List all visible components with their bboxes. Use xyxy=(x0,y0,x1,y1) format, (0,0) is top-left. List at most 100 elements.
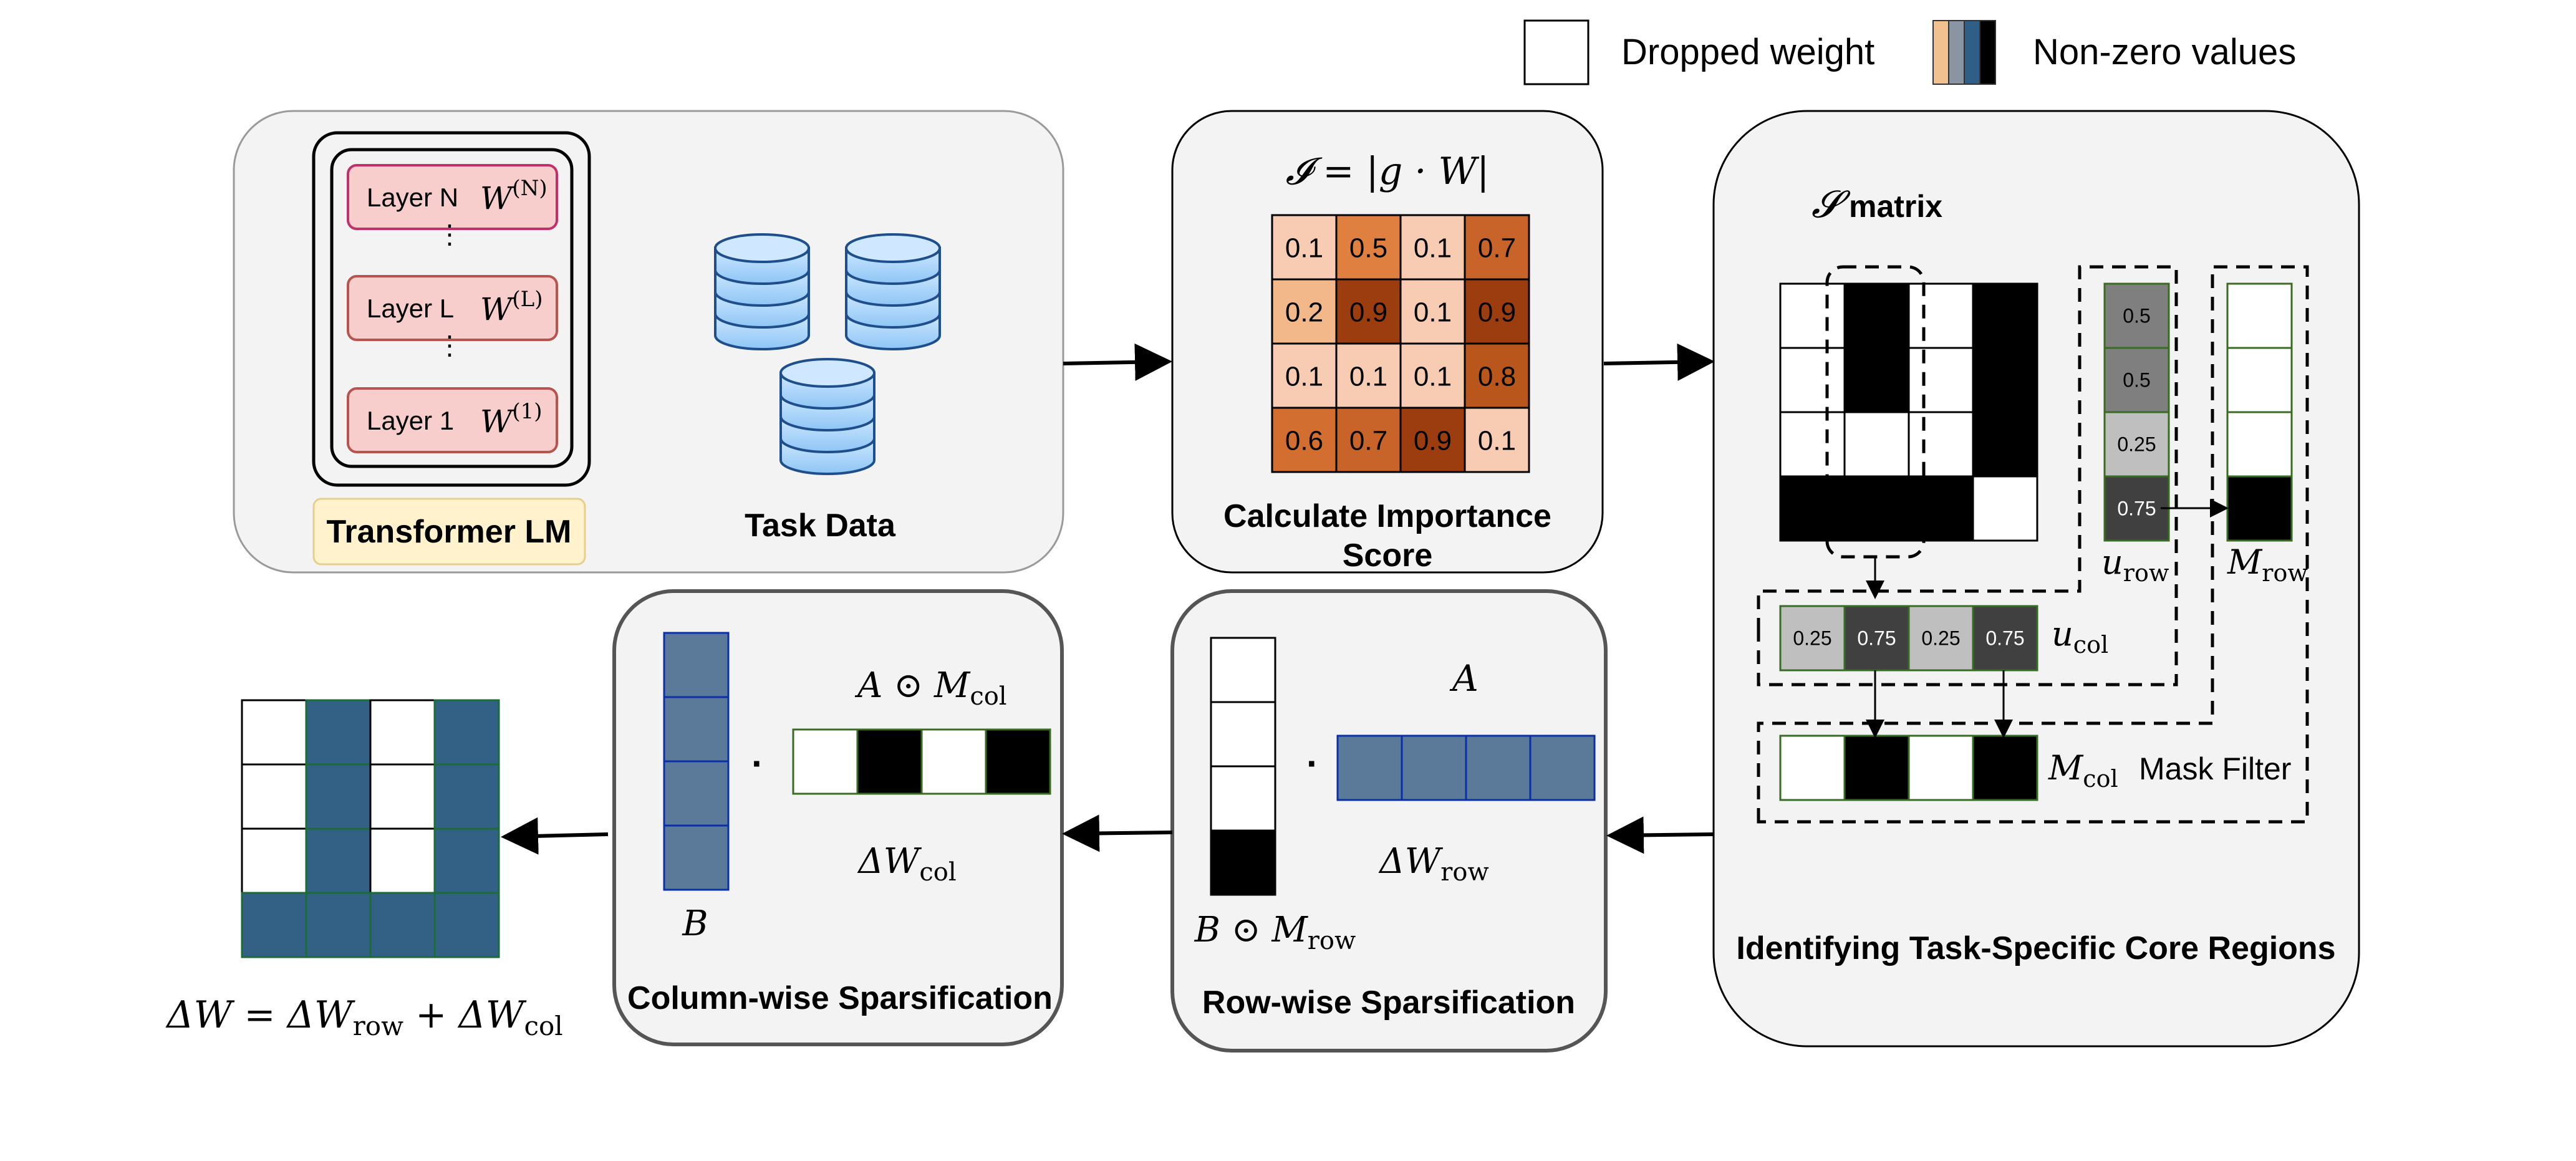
importance-value: 0.9 xyxy=(1478,297,1516,328)
a-row-cell xyxy=(1529,735,1596,801)
u-col-value: 0.25 xyxy=(1921,627,1960,650)
importance-value: 0.1 xyxy=(1414,297,1452,328)
m-col-cell xyxy=(1972,735,2038,801)
importance-value: 0.2 xyxy=(1285,297,1323,328)
a-mcol-cell xyxy=(985,728,1051,795)
delta-w-matrix xyxy=(241,699,500,958)
u-row-cell xyxy=(2103,475,2170,542)
transformer-label-box xyxy=(312,498,586,566)
u-col-value: 0.75 xyxy=(1985,627,2024,650)
a-row-cell xyxy=(1465,735,1532,801)
dot-operator-row: · xyxy=(1306,743,1319,784)
non-zero-values-label: Non-zero values xyxy=(2033,32,2296,72)
a-masked-col-vector xyxy=(792,728,1051,795)
dot-operator-col: · xyxy=(751,743,764,784)
u-col-vector: 0.25 0.75 0.25 0.75 xyxy=(1779,605,2038,672)
importance-cell xyxy=(1271,214,1338,281)
delta-w-cell xyxy=(241,827,307,894)
importance-cell xyxy=(1335,407,1402,473)
dropped-weight-swatch xyxy=(1523,19,1589,85)
importance-value: 0.7 xyxy=(1349,426,1387,456)
arrow-model-to-importance xyxy=(1063,343,1172,381)
a-row-cell xyxy=(1401,735,1467,801)
importance-cell xyxy=(1399,278,1466,345)
column-wise-caption: Column-wise Sparsification xyxy=(627,980,1053,1016)
row-wise-panel: · A ΔWrow B ⊙ Mrow Row-wise Sparsificati… xyxy=(1170,589,1608,1053)
m-col-cell xyxy=(1843,735,1910,801)
delta-w-cell xyxy=(305,892,372,958)
importance-value: 0.8 xyxy=(1478,362,1516,392)
importance-value: 0.5 xyxy=(1349,233,1387,264)
u-row-value: 0.5 xyxy=(2123,305,2150,327)
result-equation: ΔW = ΔWrow + ΔWcol xyxy=(165,993,562,1041)
m-col-cell xyxy=(1908,735,1974,801)
layer-label: Layer 1 xyxy=(367,406,454,435)
delta-w-cell xyxy=(369,892,436,958)
importance-cell xyxy=(1335,278,1402,345)
transformer-outer-frame xyxy=(312,131,591,487)
delta-w-cell xyxy=(369,763,436,830)
a-mcol-label: A ⊙ Mcol xyxy=(854,665,1007,711)
b-column-vector xyxy=(663,632,730,891)
nonzero-swatch-strip xyxy=(1948,20,1965,85)
a-row-cell xyxy=(1336,735,1403,801)
delta-w-cell xyxy=(305,827,372,894)
importance-caption-line1: Calculate Importance xyxy=(1223,498,1551,534)
importance-value: 0.6 xyxy=(1285,426,1323,456)
nonzero-swatch-strip xyxy=(1964,20,1980,85)
a-label-row: A xyxy=(1449,657,1479,700)
layer-box xyxy=(347,275,558,341)
delta-w-cell xyxy=(369,827,436,894)
u-row-value: 0.5 xyxy=(2123,369,2150,392)
s-matrix-cell xyxy=(1972,411,2038,478)
transformer-label: Transformer LM xyxy=(327,514,572,550)
u-col-cell xyxy=(1779,605,1846,672)
a-mcol-cell xyxy=(920,728,987,795)
delta-w-cell xyxy=(369,699,436,766)
layer-label: Layer L xyxy=(367,294,454,323)
layer-box xyxy=(347,164,558,230)
importance-value: 0.1 xyxy=(1285,233,1323,264)
m-row-cell xyxy=(2226,282,2293,349)
s-matrix-cell xyxy=(1972,475,2038,542)
arrow-importance-to-core xyxy=(1603,343,1715,381)
importance-value: 0.7 xyxy=(1478,233,1516,264)
importance-cell xyxy=(1271,407,1338,473)
m-row-vector xyxy=(2226,282,2293,542)
importance-formula: 𝓘 = |g · W| xyxy=(1286,150,1490,193)
row-wise-panel-box xyxy=(1170,589,1608,1053)
importance-caption-line2: Score xyxy=(1343,537,1433,574)
delta-w-cell xyxy=(305,763,372,830)
b-col-cell xyxy=(663,632,730,698)
m-row-label: Mrow xyxy=(2227,542,2308,587)
s-matrix-cell xyxy=(1843,282,1910,349)
row-wise-caption: Row-wise Sparsification xyxy=(1202,985,1575,1021)
importance-cell xyxy=(1464,214,1530,281)
u-row-value: 0.75 xyxy=(2117,498,2156,520)
mask-dashed-box xyxy=(1757,265,2309,824)
b-mrow-cell xyxy=(1210,765,1276,832)
u-col-value: 0.25 xyxy=(1793,627,1831,650)
s-matrix-cell xyxy=(1908,475,1974,542)
u-col-value: 0.75 xyxy=(1857,627,1896,650)
importance-value: 0.1 xyxy=(1478,426,1516,456)
b-label-col: B xyxy=(682,903,708,944)
database-icon xyxy=(845,233,941,350)
delta-w-cell xyxy=(241,892,307,958)
s-matrix-cell xyxy=(1779,475,1846,542)
s-matrix-cell xyxy=(1779,347,1846,413)
s-matrix-label: matrix xyxy=(1849,189,1942,224)
s-matrix-cell xyxy=(1972,347,2038,413)
u-row-label: urow xyxy=(2101,542,2169,587)
importance-cell xyxy=(1335,342,1402,409)
u-row-vector: 0.50.50.250.75 xyxy=(2103,282,2170,542)
s-matrix-cell xyxy=(1843,347,1910,413)
arrow-row-to-col xyxy=(1062,814,1173,852)
s-matrix-cell xyxy=(1843,411,1910,478)
importance-value: 0.1 xyxy=(1349,362,1387,392)
s-matrix-cell xyxy=(1779,282,1846,349)
s-matrix xyxy=(1779,282,2038,542)
b-mrow-cell xyxy=(1210,637,1276,703)
